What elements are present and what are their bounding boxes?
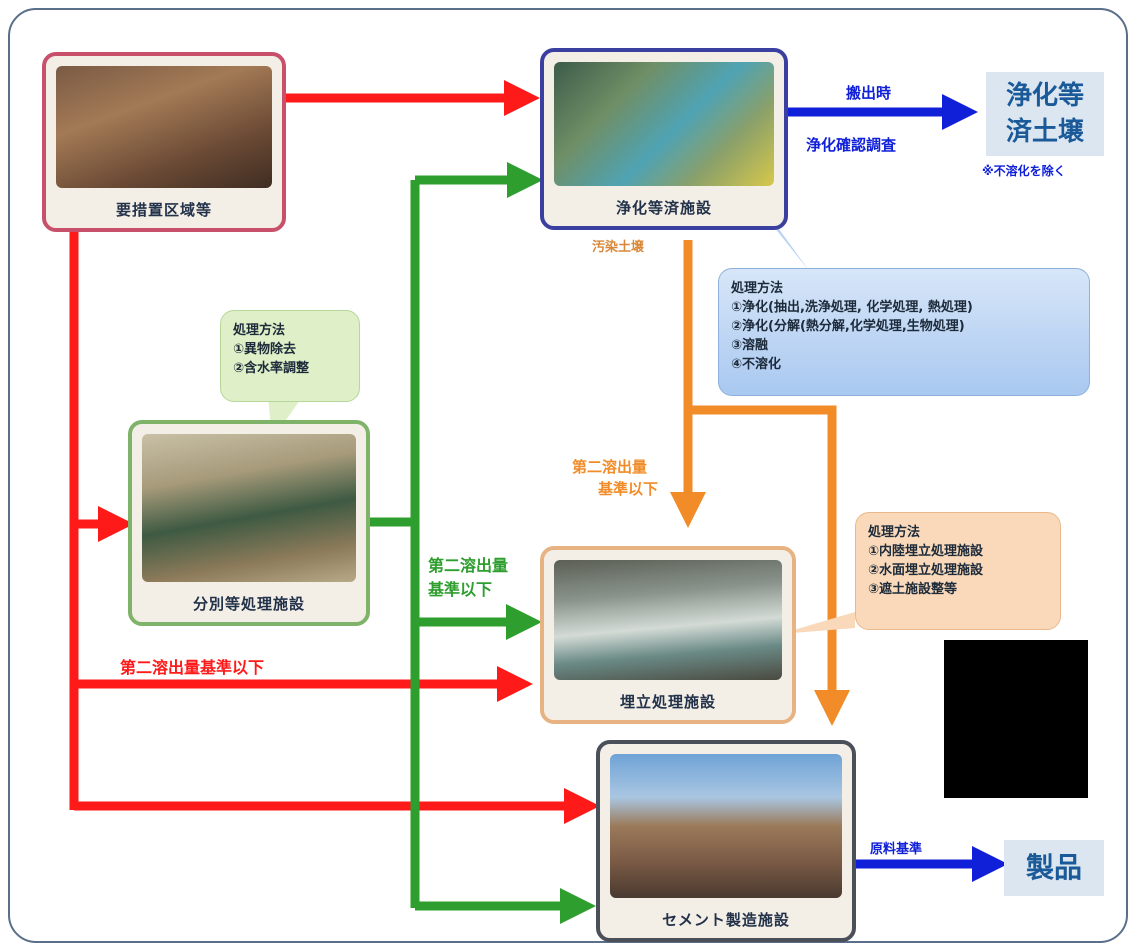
purification-methods-line: 処理方法 bbox=[731, 281, 784, 296]
red-second-standard-label: 第二溶出量基準以下 bbox=[120, 658, 265, 677]
cement-plant-caption: セメント製造施設 bbox=[662, 911, 790, 929]
sorting-facility-photo bbox=[142, 434, 356, 582]
sorting-methods-callout: 処理方法 ①異物除去 ②含水率調整 bbox=[220, 310, 360, 402]
sorting-facility-caption: 分別等処理施設 bbox=[192, 595, 305, 613]
sorting-methods-line: ①異物除去 bbox=[233, 342, 297, 357]
landfill-methods-callout: 処理方法 ①内陸埋立処理施設 ②水面埋立処理施設 ③遮土施設整等 bbox=[855, 512, 1061, 630]
landfill-methods-line: ③遮土施設整等 bbox=[868, 582, 958, 597]
landfill-callout-tail bbox=[780, 612, 855, 634]
purified-soil-line: 済土壌 bbox=[1005, 117, 1084, 147]
purification-methods-line: ①浄化(抽出,洗浄処理, 化学処理, 熱処理) bbox=[731, 300, 973, 315]
carry-out-label: 搬出時 bbox=[846, 84, 892, 102]
landfill-methods-line: ②水面埋立処理施設 bbox=[868, 563, 984, 578]
green-second-line: 基準以下 bbox=[428, 580, 493, 599]
purification-facility-node: 浄化等済施設 bbox=[540, 48, 788, 230]
orange-second-line: 第二溶出量 bbox=[572, 458, 648, 476]
excavation-site-caption: 要措置区域等 bbox=[115, 201, 212, 219]
sorting-facility-node: 分別等処理施設 bbox=[128, 420, 370, 626]
purified-soil-box: 浄化等 済土壌 bbox=[986, 72, 1104, 156]
red-flows bbox=[69, 80, 600, 824]
diagram-frame bbox=[8, 8, 1128, 943]
purification-methods-line: ②浄化(分解(熱分解,化学処理,生物処理) bbox=[731, 319, 965, 334]
purification-facility-caption: 浄化等済施設 bbox=[615, 199, 712, 217]
blue-flows bbox=[788, 94, 1008, 882]
excavation-site-photo bbox=[56, 66, 272, 188]
landfill-facility-caption: 埋立処理施設 bbox=[619, 693, 716, 711]
landfill-facility-node: 埋立処理施設 bbox=[540, 546, 796, 724]
landfill-facility-photo bbox=[554, 560, 782, 680]
green-second-standard-label: 第二溶出量 基準以下 bbox=[428, 554, 508, 602]
green-flows bbox=[370, 162, 596, 924]
raw-material-standard-label: 原料基準 bbox=[870, 842, 923, 857]
purified-soil-line: 浄化等 bbox=[1005, 81, 1084, 111]
cement-plant-node: セメント製造施設 bbox=[596, 740, 856, 942]
landfill-methods-line: ①内陸埋立処理施設 bbox=[868, 544, 984, 559]
purification-methods-line: ③溶融 bbox=[731, 338, 769, 353]
product-box: 製品 bbox=[1004, 840, 1104, 896]
green-second-line: 第二溶出量 bbox=[428, 556, 509, 575]
sorting-methods-line: 処理方法 bbox=[233, 323, 286, 338]
cement-plant-photo bbox=[610, 754, 842, 898]
orange-flows bbox=[670, 240, 850, 726]
sorting-methods-line: ②含水率調整 bbox=[233, 361, 310, 376]
excavation-site-node: 要措置区域等 bbox=[42, 52, 286, 232]
purification-methods-line: ④不溶化 bbox=[731, 357, 782, 372]
redacted-region bbox=[944, 640, 1088, 798]
purification-methods-callout: 処理方法 ①浄化(抽出,洗浄処理, 化学処理, 熱処理) ②浄化(分解(熱分解,… bbox=[718, 268, 1090, 396]
orange-second-standard-label: 第二溶出量 基準以下 bbox=[572, 456, 658, 500]
purification-survey-label: 浄化確認調査 bbox=[806, 136, 897, 154]
purification-facility-photo bbox=[554, 62, 774, 186]
purified-soil-note: ※不溶化を除く bbox=[982, 164, 1066, 178]
contaminated-soil-label: 汚染土壌 bbox=[592, 240, 645, 255]
landfill-methods-line: 処理方法 bbox=[868, 525, 921, 540]
orange-second-line: 基準以下 bbox=[598, 480, 659, 498]
orange-arrow-to-cement bbox=[688, 405, 850, 726]
